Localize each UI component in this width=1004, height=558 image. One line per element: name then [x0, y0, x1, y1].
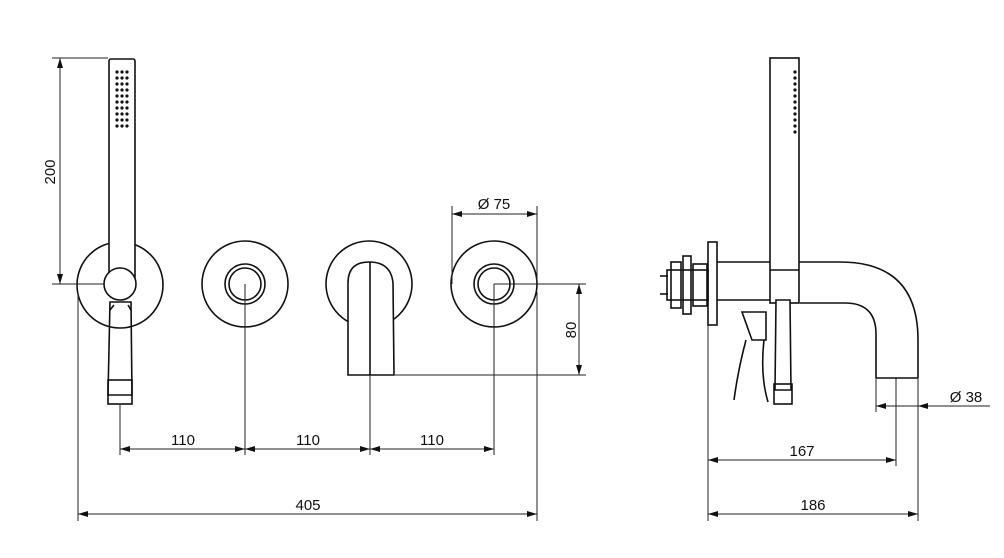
dim-spacing-1-label: 110 — [171, 432, 195, 449]
wall-plate — [660, 241, 770, 326]
dim-spacing-chain: 110 110 110 — [120, 432, 494, 452]
dim-200: 200 — [42, 57, 108, 285]
dim-diameter-38: Ø 38 — [875, 378, 990, 412]
dim-405: 405 — [77, 292, 538, 521]
dim-167: 167 — [707, 325, 896, 521]
spout-side — [770, 261, 919, 521]
dim-diameter-75: Ø 75 — [451, 196, 538, 284]
mixer-rosette-2 — [450, 240, 538, 455]
dim-diameter-38-label: Ø 38 — [950, 389, 983, 406]
dim-80-label: 80 — [563, 322, 580, 339]
dim-167-label: 167 — [789, 443, 814, 460]
dim-spacing-3-label: 110 — [420, 432, 444, 449]
dim-186: 186 — [708, 497, 918, 517]
hand-shower-side — [733, 57, 800, 405]
hand-shower-front — [76, 58, 164, 455]
dim-80: 80 — [395, 283, 586, 376]
side-view: Ø 38 167 186 — [660, 57, 990, 521]
dim-diameter-75-label: Ø 75 — [478, 196, 511, 213]
spray-nozzles-side — [793, 70, 797, 134]
dim-186-label: 186 — [800, 497, 825, 514]
dim-spacing-2-label: 110 — [296, 432, 320, 449]
mixer-rosette-1 — [201, 240, 289, 455]
spray-nozzles — [115, 70, 129, 128]
dim-405-label: 405 — [295, 497, 320, 514]
dim-200-label: 200 — [42, 159, 59, 184]
spout-rosette — [325, 240, 413, 455]
front-view: 200 Ø 75 80 110 — [42, 57, 586, 521]
